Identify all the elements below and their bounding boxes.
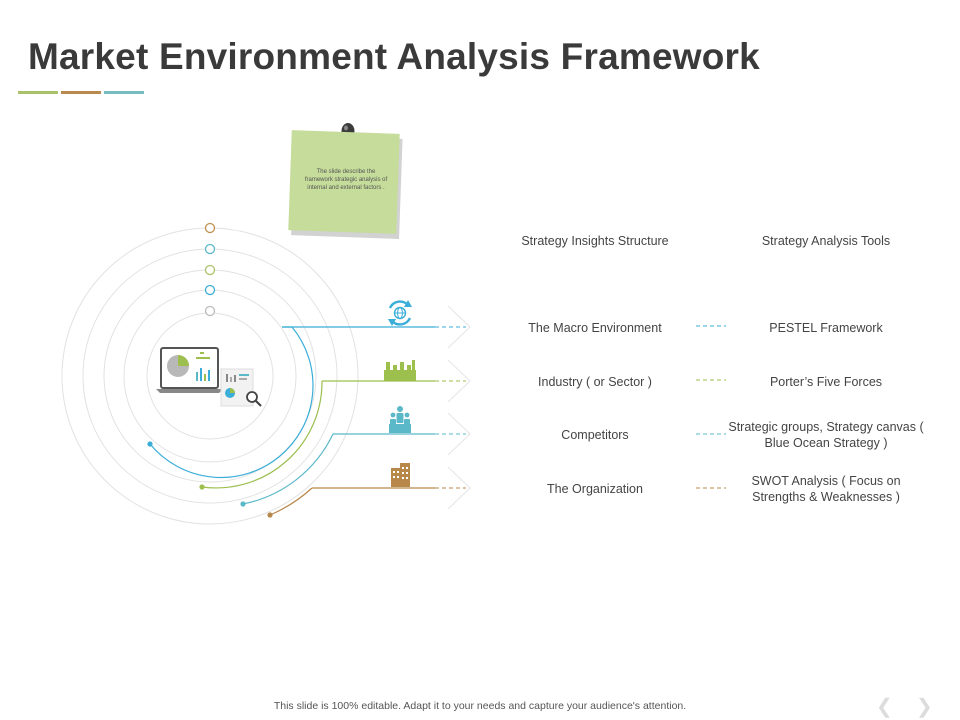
building-icon (391, 463, 410, 487)
chevron-arrow-icon (447, 412, 471, 456)
ring-marker-dots (204, 222, 216, 317)
tool-swot-analysis: SWOT Analysis ( Focus on Strengths & Wea… (751, 474, 901, 504)
structure-macro-environment: The Macro Environment (528, 321, 662, 335)
chevron-arrow-icon (447, 305, 471, 349)
ring-dot (204, 284, 216, 296)
laptop-analytics-icon (156, 347, 262, 407)
tool-porters-five-forces: Porter’s Five Forces (769, 375, 883, 389)
connector-dot (199, 484, 205, 490)
row-lines (282, 326, 435, 489)
connector-competitors (242, 433, 334, 505)
connector-industry (201, 380, 323, 489)
tool-pestel: PESTEL Framework (769, 321, 883, 335)
title-bar-1 (18, 91, 58, 94)
row-connectors (149, 326, 334, 516)
page-title: Market Environment Analysis Framework (28, 36, 760, 77)
chevron-arrow-icon (447, 466, 471, 510)
people-icon (389, 406, 411, 433)
row-chevrons (447, 305, 471, 510)
ring-dot (204, 222, 216, 234)
footer-note: This slide is 100% editable. Adapt it to… (273, 700, 687, 712)
structure-competitors: Competitors (561, 428, 629, 442)
row-dashes (435, 325, 726, 489)
connector-dot (267, 512, 273, 518)
factory-icon (384, 360, 416, 381)
tool-strategic-groups: Strategic groups, Strategy canvas ( Blue… (728, 420, 924, 450)
title-bar-2 (61, 91, 101, 94)
sticky-note-text: The slide describe the framework strateg… (304, 169, 388, 191)
header-structure: Strategy Insights Structure (521, 234, 669, 248)
connector-dot (147, 441, 153, 447)
connector-dot (240, 501, 246, 507)
ring-dot (204, 243, 216, 255)
ring-dot (204, 305, 216, 317)
connector-macro (149, 326, 314, 479)
header-tools: Strategy Analysis Tools (761, 234, 891, 248)
structure-organization: The Organization (547, 482, 643, 496)
structure-industry: Industry ( or Sector ) (538, 375, 652, 389)
title-bar-3 (104, 91, 144, 94)
title-underline (18, 91, 148, 94)
chevron-arrow-icon (447, 359, 471, 403)
connector-end-dots (147, 441, 273, 518)
prev-slide-button[interactable]: ❮ (876, 696, 893, 718)
ring-dot (204, 264, 216, 276)
globe-refresh-icon (388, 300, 412, 326)
next-slide-button[interactable]: ❯ (916, 696, 933, 718)
